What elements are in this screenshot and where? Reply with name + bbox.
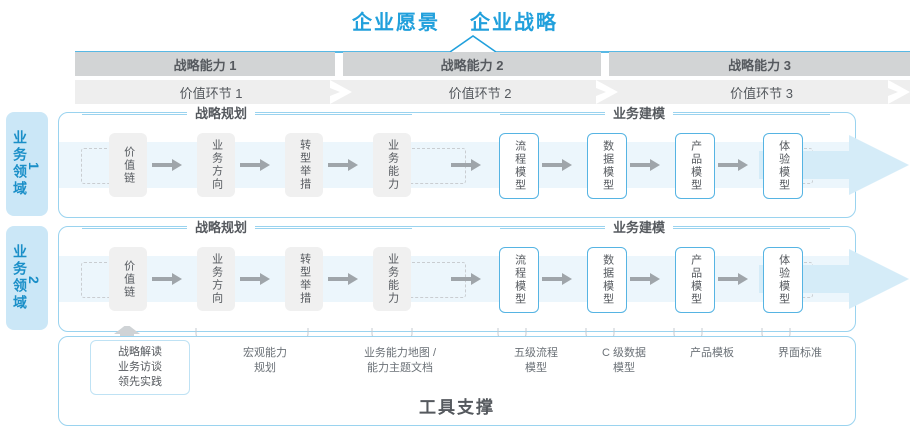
step-arrow-r1-3	[328, 159, 358, 171]
value-stage-bar-3: 价值环节 3	[613, 80, 910, 104]
vision-bracket-line	[75, 35, 910, 53]
capability-bar-row: 战略能力 1 战略能力 2 战略能力 3	[75, 52, 910, 76]
step-arrow-r1-4	[451, 159, 481, 171]
node-data-model-r1[interactable]: 数据模型	[587, 133, 627, 199]
step-arrow-r2-6	[630, 273, 660, 285]
group-caption-business-modeling-r1: 业务建模	[500, 106, 830, 122]
capability-bar-1: 战略能力 1	[75, 52, 335, 76]
domain-tab-2-label: 业务领域	[12, 244, 28, 312]
tool-note-ui-standard: 界面标准	[778, 347, 822, 359]
group-label: 战略规划	[187, 220, 256, 236]
domain-tab-2[interactable]: 业务领域 2	[6, 226, 48, 330]
capability-label-1: 战略能力 1	[173, 57, 237, 73]
tool-note-capability-map: 业务能力地图 / 能力主题文档	[363, 347, 437, 374]
node-label: 价值链	[122, 145, 135, 185]
node-label: 体验模型	[777, 254, 790, 306]
value-stage-bar-2: 价值环节 2	[347, 80, 613, 104]
domain-tab-2-number: 2	[26, 275, 42, 284]
node-label: 数据模型	[601, 140, 614, 192]
node-process-model-r1[interactable]: 流程模型	[499, 133, 539, 199]
capability-label-2: 战略能力 2	[440, 57, 504, 73]
domain-tab-1[interactable]: 业务领域 1	[6, 112, 48, 216]
node-business-direction-r1[interactable]: 业务方向	[197, 133, 235, 197]
group-caption-strategy-planning-r1: 战略规划	[82, 106, 412, 122]
tool-note-product-template: 产品模板	[690, 347, 734, 359]
step-arrow-r2-3	[328, 273, 358, 285]
group-label: 业务建模	[605, 106, 674, 122]
tool-note-strategy-inputs[interactable]: 战略解读 业务访谈 领先实践	[90, 340, 190, 395]
node-label: 产品模型	[689, 140, 702, 192]
node-label: 体验模型	[777, 140, 790, 192]
step-arrow-r2-4	[451, 273, 481, 285]
domain-row-1-panel: 价值链 业务方向 转型举措 业务能力 流程模型 数据模型 产品模型 体验模型	[58, 112, 909, 218]
step-arrow-r1-2	[240, 159, 270, 171]
node-product-model-r2[interactable]: 产品模型	[675, 247, 715, 313]
node-product-model-r1[interactable]: 产品模型	[675, 133, 715, 199]
node-label: 业务能力	[386, 139, 399, 191]
node-transformation-measures-r1[interactable]: 转型举措	[285, 133, 323, 197]
value-stage-label-2: 价值环节 2	[448, 85, 512, 101]
vision-strategy-titles: 企业愿景 企业战略	[0, 4, 910, 36]
node-data-model-r2[interactable]: 数据模型	[587, 247, 627, 313]
group-label: 业务建模	[605, 220, 674, 236]
step-arrow-r2-1	[152, 273, 182, 285]
node-business-capability-r1[interactable]: 业务能力	[373, 133, 411, 197]
node-label: 转型举措	[298, 253, 311, 305]
node-label: 业务能力	[386, 253, 399, 305]
group-label: 战略规划	[187, 106, 256, 122]
step-arrow-r1-7	[718, 159, 748, 171]
tool-note-data-model: C 级数据 模型	[602, 347, 646, 374]
domain-tab-1-label: 业务领域	[12, 130, 28, 198]
tool-support-title: 工具支撑	[419, 398, 495, 417]
group-caption-business-modeling-r2: 业务建模	[500, 220, 830, 236]
node-label: 业务方向	[210, 253, 223, 305]
enterprise-strategy-title: 企业战略	[470, 11, 558, 34]
node-label: 业务方向	[210, 139, 223, 191]
value-stage-label-3: 价值环节 3	[730, 85, 793, 101]
step-arrow-r1-5	[542, 159, 572, 171]
node-label: 流程模型	[513, 140, 526, 192]
value-stage-row: 价值环节 1 价值环节 2 价值环节 3	[75, 80, 910, 104]
node-transformation-measures-r2[interactable]: 转型举措	[285, 247, 323, 311]
capability-bar-2: 战略能力 2	[343, 52, 601, 76]
node-experience-model-r2[interactable]: 体验模型	[763, 247, 803, 313]
node-label: 价值链	[122, 259, 135, 299]
value-stage-label-1: 价值环节 1	[179, 85, 243, 101]
node-experience-model-r1[interactable]: 体验模型	[763, 133, 803, 199]
tool-note-process-model: 五级流程 模型	[514, 347, 558, 374]
node-value-chain-r2[interactable]: 价值链	[109, 247, 147, 311]
node-label: 数据模型	[601, 254, 614, 306]
node-business-capability-r2[interactable]: 业务能力	[373, 247, 411, 311]
value-stage-bar-1: 价值环节 1	[75, 80, 347, 104]
step-arrow-r2-5	[542, 273, 572, 285]
tool-support-panel: 工具支撑	[58, 336, 856, 426]
node-label: 流程模型	[513, 254, 526, 306]
node-value-chain-r1[interactable]: 价值链	[109, 133, 147, 197]
step-arrow-r2-2	[240, 273, 270, 285]
step-arrow-r1-6	[630, 159, 660, 171]
capability-bar-3: 战略能力 3	[609, 52, 910, 76]
capability-label-3: 战略能力 3	[728, 57, 791, 73]
domain-row-2-panel: 价值链 业务方向 转型举措 业务能力 流程模型 数据模型 产品模型 体验模型	[58, 226, 909, 332]
tool-note-macro-capability: 宏观能力 规划	[243, 347, 287, 374]
node-process-model-r2[interactable]: 流程模型	[499, 247, 539, 313]
step-arrow-r1-1	[152, 159, 182, 171]
node-label: 产品模型	[689, 254, 702, 306]
step-arrow-r2-7	[718, 273, 748, 285]
group-caption-strategy-planning-r2: 战略规划	[82, 220, 412, 236]
domain-tab-1-number: 1	[26, 161, 42, 170]
enterprise-vision-title: 企业愿景	[352, 11, 440, 34]
node-label: 转型举措	[298, 139, 311, 191]
node-business-direction-r2[interactable]: 业务方向	[197, 247, 235, 311]
